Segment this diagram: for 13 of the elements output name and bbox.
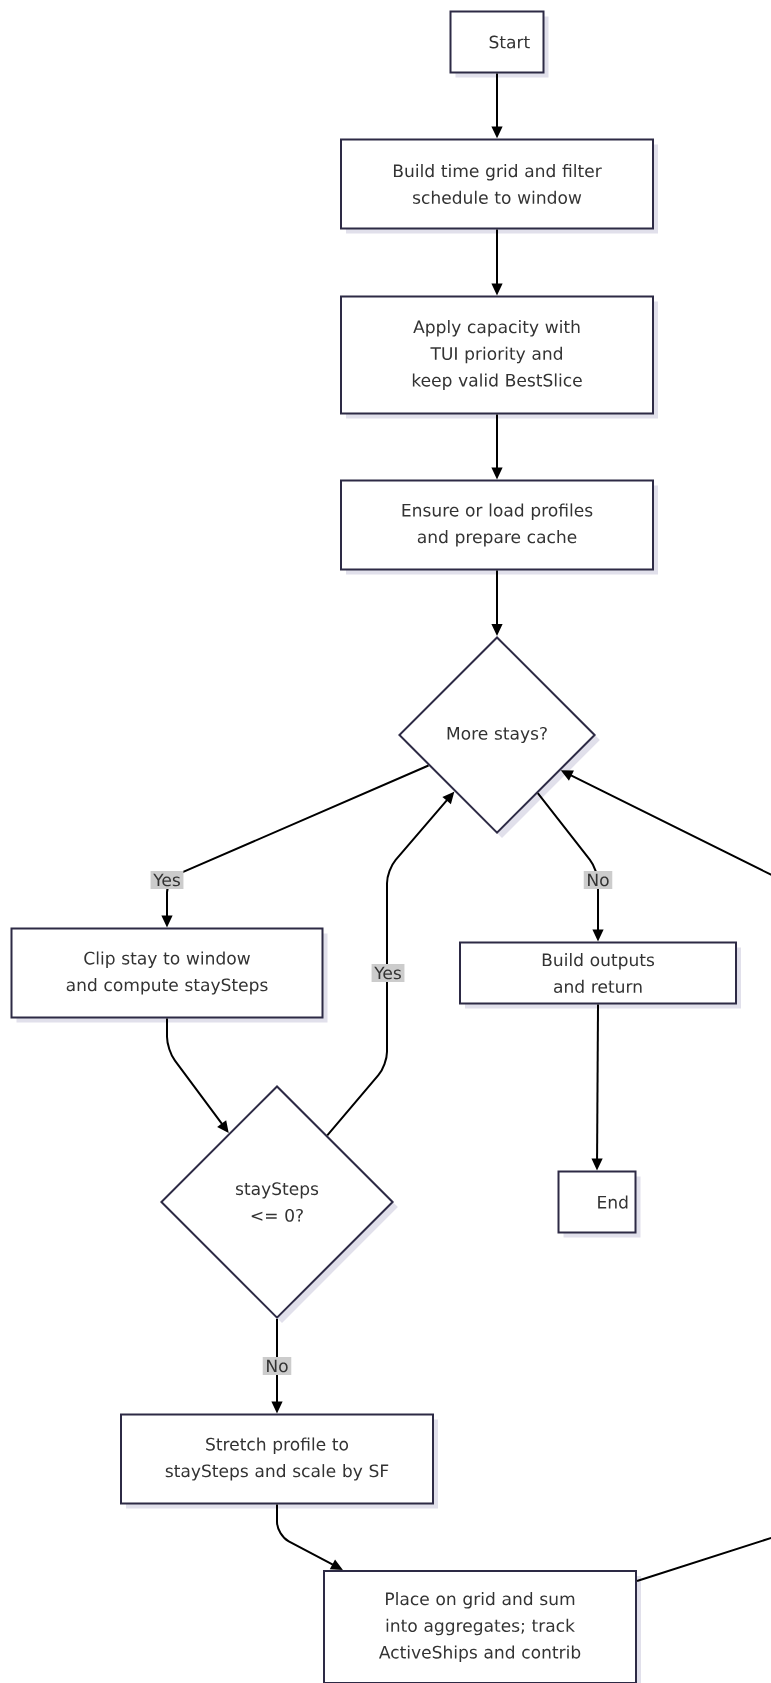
process-box: Apply capacity with TUI priority and keep valid BestSlice [340,295,658,419]
process-box: Build outputs and return [459,941,741,1009]
process-box: Build time grid and filter schedule to window [340,138,658,234]
process-box: Start [449,10,549,78]
process-box: Ensure or load profiles and prepare cache [340,479,658,575]
edge-label: Yes [150,871,184,889]
process-box: Clip stay to window and compute staySteps [10,927,328,1023]
process-box: End [557,1170,641,1238]
edge-label: No [262,1357,292,1375]
process-box: Stretch profile to staySteps and scale by SF [120,1413,438,1509]
edge-label: Yes [371,964,405,982]
process-box: Place on grid and sum into aggregates; track ActiveShips and contrib [323,1570,641,1683]
edge-label: No [583,871,613,889]
